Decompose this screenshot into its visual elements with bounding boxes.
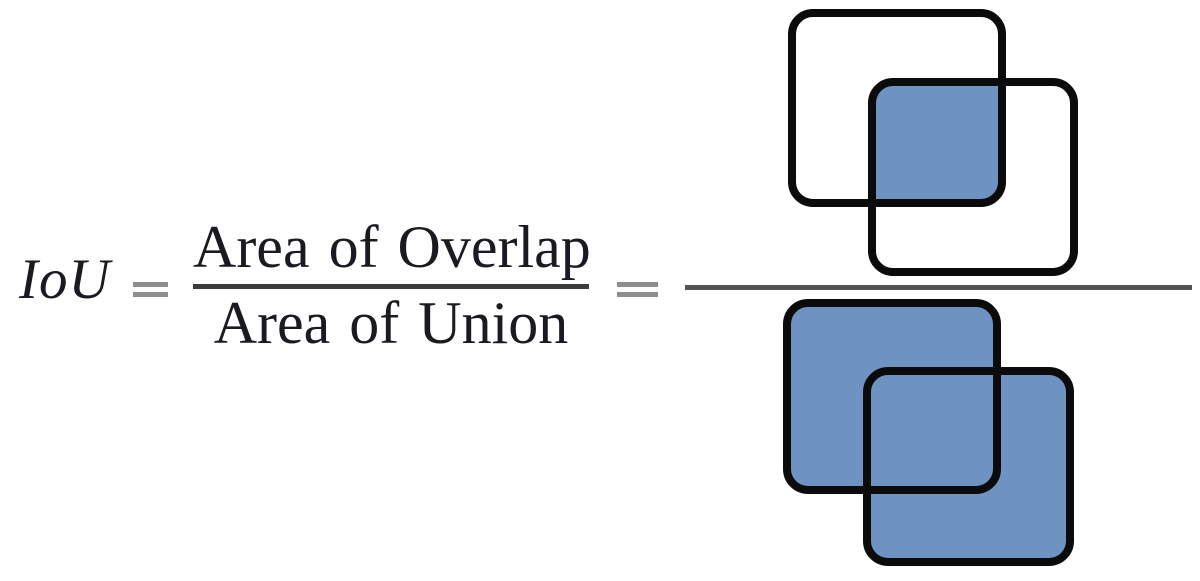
equals-top-bar xyxy=(133,282,168,287)
overlap-region xyxy=(872,82,1002,203)
union-outline-a xyxy=(783,299,1001,494)
text-fraction: Area of Overlap Area of Union xyxy=(193,213,591,357)
box-outline-b xyxy=(868,78,1078,276)
union-fill-b xyxy=(867,371,1070,562)
union-outline-b xyxy=(863,367,1074,566)
fraction-bar-small xyxy=(193,284,589,289)
equals-bottom-bar xyxy=(617,292,658,297)
equals-top-bar xyxy=(617,282,658,287)
equals-sign-1: = xyxy=(133,282,168,302)
numerator-label: Area of Overlap xyxy=(193,214,591,280)
fraction-bar-large xyxy=(685,285,1192,290)
intersection-diagram xyxy=(788,9,1078,276)
iou-symbol: IoU xyxy=(19,248,111,311)
union-diagram xyxy=(783,299,1074,566)
denominator-label: Area of Union xyxy=(213,290,569,356)
equals-sign-2: = xyxy=(617,282,658,302)
box-outline-a xyxy=(788,9,1006,207)
equals-bottom-bar xyxy=(133,292,168,297)
